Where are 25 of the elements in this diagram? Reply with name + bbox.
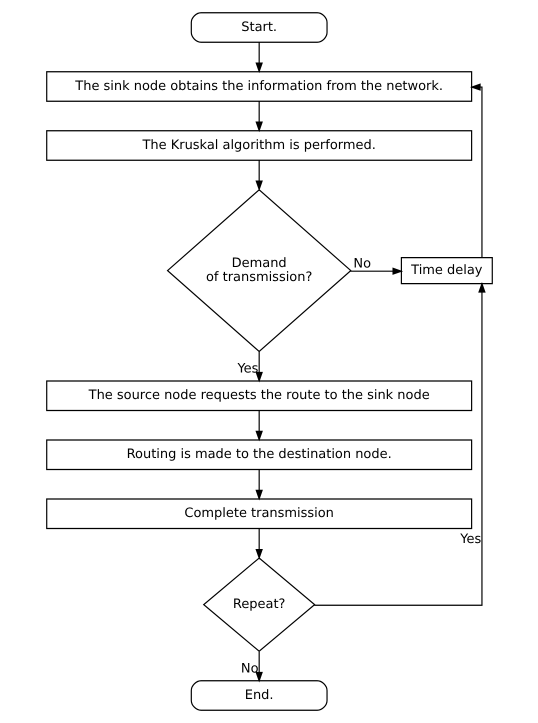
arrow <box>254 101 262 132</box>
node-box: Time delay <box>400 257 492 284</box>
node-box: Complete transmission <box>46 498 472 530</box>
edge-label: No <box>352 256 371 272</box>
node-box: Routing is made to the destination node. <box>46 439 472 470</box>
arrow <box>470 83 482 258</box>
node-box: The source node requests the route to the sink node <box>46 380 472 412</box>
edge-label: Yes <box>236 361 258 376</box>
node-box: The sink node obtains the information from the network. <box>46 71 472 102</box>
node-box: The Kruskal algorithm is performed. <box>46 130 472 161</box>
arrow <box>254 352 262 383</box>
arrow <box>314 282 486 606</box>
arrow <box>254 528 262 560</box>
arrow <box>254 470 262 500</box>
arrow <box>254 410 262 442</box>
arrow <box>254 160 262 192</box>
arrow <box>350 267 403 275</box>
node-box: End. <box>190 680 328 711</box>
arrow <box>254 652 262 683</box>
edge-label: No <box>240 661 258 676</box>
arrow <box>254 42 262 74</box>
node-box: Start. <box>190 12 328 43</box>
node-diamond: Repeat? <box>202 557 316 652</box>
node-diamond: Demand of transmission? <box>166 188 352 352</box>
edge-label: Yes <box>460 532 481 547</box>
